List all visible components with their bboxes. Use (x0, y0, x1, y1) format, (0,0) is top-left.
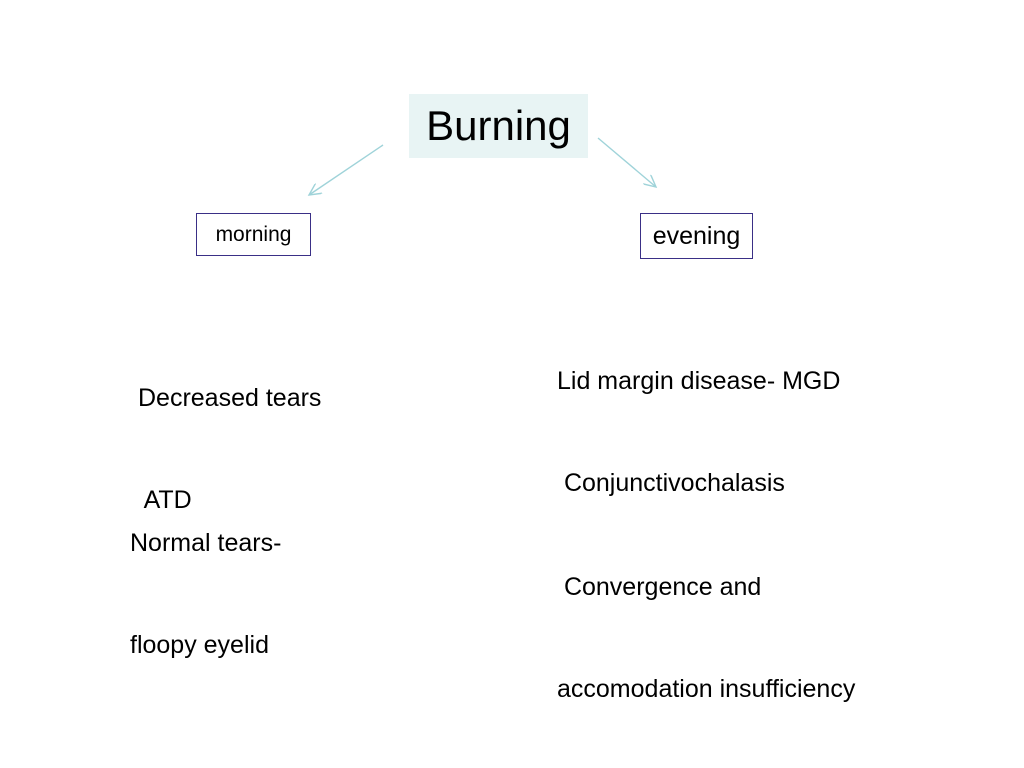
root-node-label: Burning (426, 102, 571, 149)
category-box-evening: evening (640, 213, 753, 259)
arrow-to-evening (597, 137, 656, 187)
item-line: Convergence and (557, 573, 762, 601)
item-line: accomodation insufficiency (557, 675, 856, 703)
morning-item-normal-tears: Normal tears- floopy eyelid (130, 458, 281, 696)
arrow-to-morning (309, 144, 384, 195)
category-label-evening: evening (652, 221, 741, 250)
item-line: Lid margin disease- MGD (557, 367, 841, 395)
item-line: ATD (138, 486, 192, 514)
evening-item-conjunctivochalasis: Conjunctivochalasis (557, 398, 785, 534)
evening-item-lid-margin-disease: Lid margin disease- MGD (557, 296, 840, 432)
item-line: Decreased tears (138, 384, 322, 412)
item-line: Conjunctivochalasis (557, 469, 785, 497)
category-label-morning: morning (215, 223, 292, 246)
root-node-burning: Burning (409, 94, 588, 158)
item-line: floopy eyelid (130, 631, 269, 659)
evening-item-convergence: Convergence and accomodation insufficien… (557, 502, 855, 740)
category-box-morning: morning (196, 213, 311, 256)
item-line: Normal tears- (130, 529, 282, 557)
morning-item-decreased-tears: Decreased tears ATD (138, 313, 321, 551)
